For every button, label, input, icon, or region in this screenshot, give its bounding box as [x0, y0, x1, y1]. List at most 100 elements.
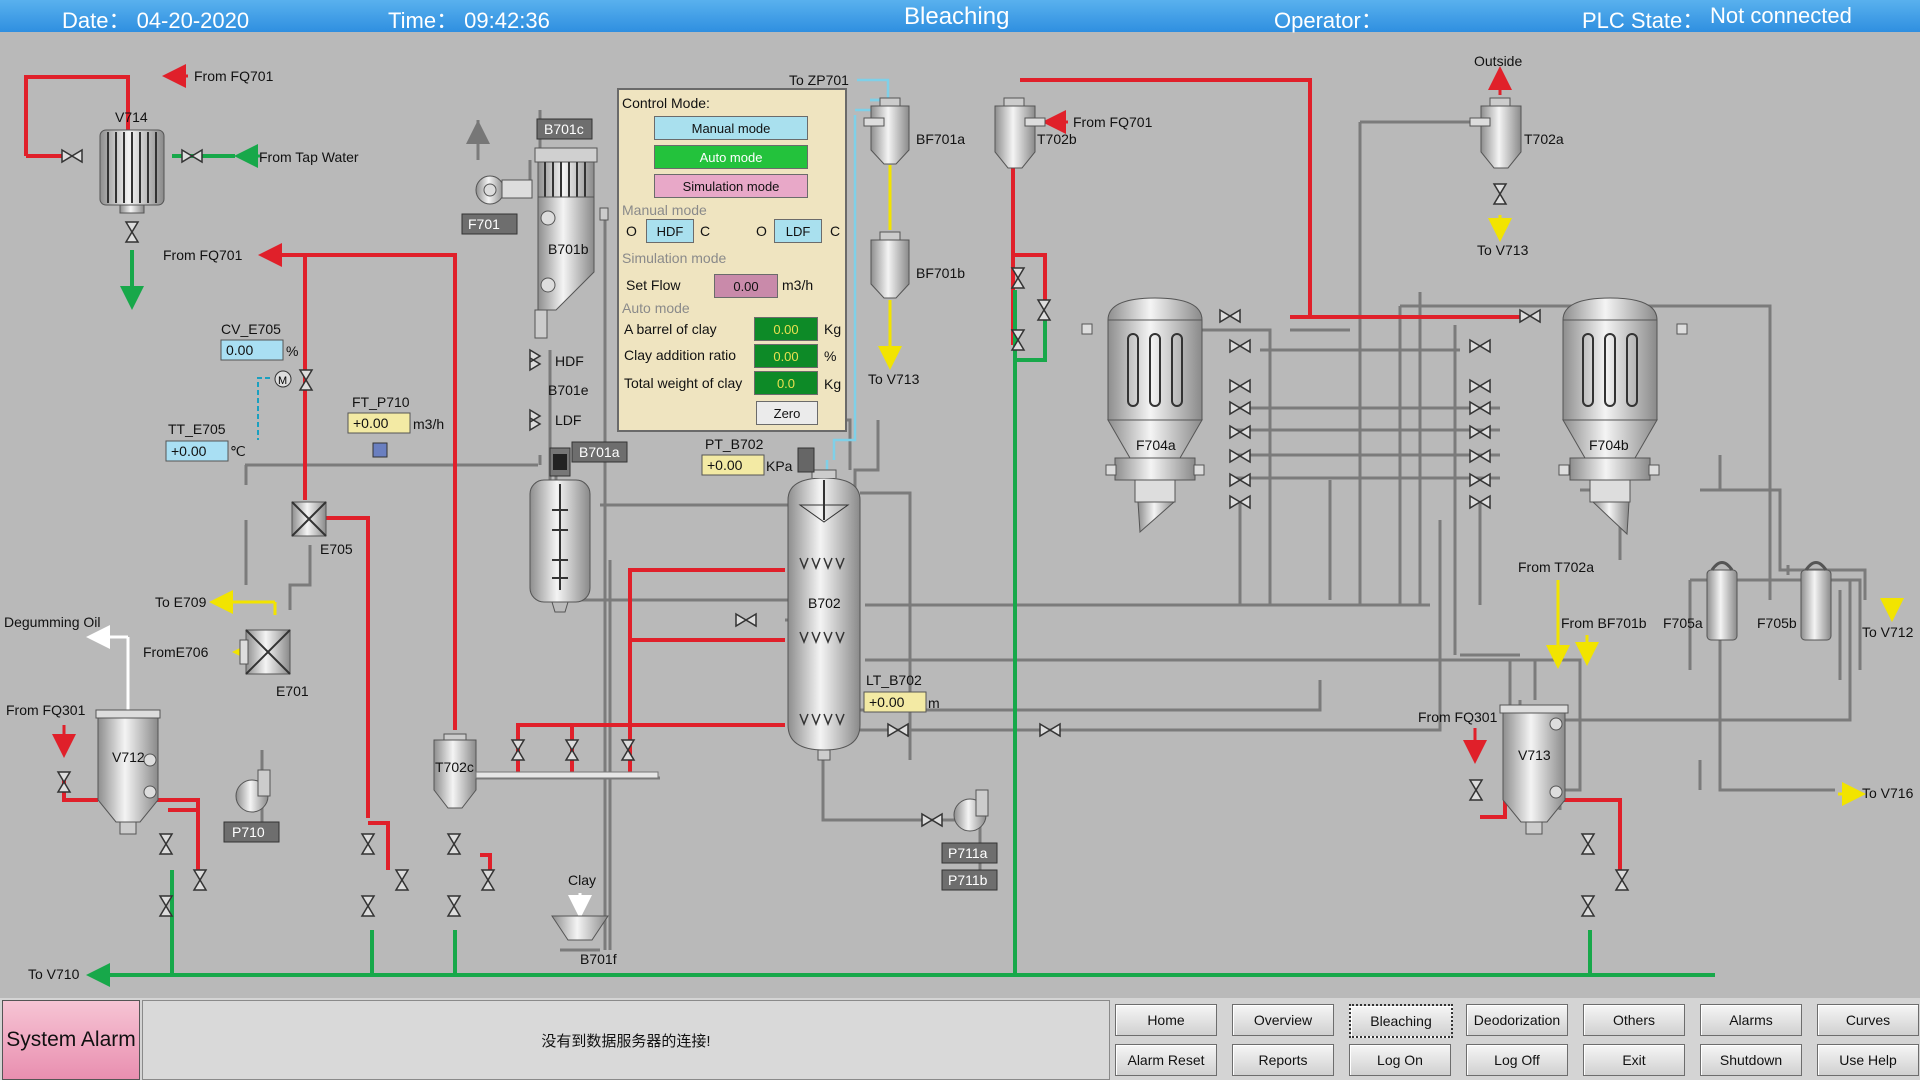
ft-p710-tag: FT_P710	[352, 394, 410, 410]
operator-label: Operator：	[1274, 8, 1383, 33]
label-f705a: F705a	[1663, 615, 1703, 631]
system-alarm-button[interactable]: System Alarm	[2, 1000, 140, 1080]
nav-others-button[interactable]: Others	[1583, 1004, 1685, 1036]
p710-pump	[235, 769, 271, 813]
label-e705: E705	[320, 541, 353, 557]
from-bf701b-label: From BF701b	[1561, 615, 1647, 631]
nav-use-help-button[interactable]: Use Help	[1817, 1044, 1919, 1076]
lt-b702-unit: m	[928, 695, 940, 711]
zero-button[interactable]: Zero	[756, 401, 818, 425]
barrel-label: A barrel of clay	[624, 321, 717, 337]
cv-e705-display	[220, 339, 284, 361]
label-b701b: B701b	[548, 241, 589, 257]
to-e709-label: To E709	[155, 594, 207, 610]
process-diagram: M V714 V712 V713 B701b B701e HDF LDF B70…	[4, 53, 1914, 987]
e705-exchanger	[291, 501, 327, 537]
e701-exchanger	[239, 629, 291, 675]
bf701a-filter	[863, 97, 910, 165]
cv-e705-tag: CV_E705	[221, 321, 281, 337]
tag-p711b: P711b	[948, 872, 988, 888]
page-title: Bleaching	[904, 3, 1010, 30]
title-bar: Date： 04-20-2020 Time： 09:42:36 Bleachin…	[0, 0, 1920, 33]
label-f704a: F704a	[1136, 437, 1176, 453]
lt-b702-display	[863, 691, 927, 713]
label-e701: E701	[276, 683, 309, 699]
to-zp701-label: To ZP701	[789, 72, 849, 88]
to-v712-label: To V712	[1862, 624, 1914, 640]
to-v713-label-1: To V713	[868, 371, 920, 387]
hdf-button[interactable]: HDF	[646, 219, 694, 243]
label-t702a: T702a	[1524, 131, 1564, 147]
t702c-tank	[433, 733, 659, 809]
pt-b702-tag: PT_B702	[705, 436, 764, 452]
nav-deodorization-button[interactable]: Deodorization	[1466, 1004, 1568, 1036]
tt-e705-unit: ℃	[230, 443, 246, 459]
to-v710-label: To V710	[28, 966, 80, 982]
v712-tank	[95, 709, 161, 835]
from-fq701-label-3: From FQ701	[1073, 114, 1153, 130]
bottom-bar: System Alarm 没有到数据服务器的连接! Home Overview Bl…	[0, 998, 1920, 1080]
from-fq301-label-1: From FQ301	[6, 702, 86, 718]
label-bf701a: BF701a	[916, 131, 965, 147]
label-b701f: B701f	[580, 951, 617, 967]
manual-section-label: Manual mode	[622, 202, 707, 218]
set-flow-input[interactable]: 0.00	[714, 274, 778, 298]
nav-overview-button[interactable]: Overview	[1232, 1004, 1334, 1036]
sim-section-label: Simulation mode	[622, 250, 726, 266]
ldf-button[interactable]: LDF	[774, 219, 822, 243]
time-label: Time： 09:42:36	[388, 8, 550, 33]
tag-p710: P710	[232, 824, 265, 840]
green-pipes	[95, 154, 1715, 977]
label-hdf: HDF	[555, 353, 584, 369]
label-b701e: B701e	[548, 382, 589, 398]
f705-filters	[1706, 561, 1832, 641]
tag-b701a: B701a	[579, 444, 620, 460]
total-unit: Kg	[824, 376, 841, 392]
total-value: 0.0	[754, 371, 818, 395]
label-v712: V712	[112, 749, 145, 765]
barrel-value[interactable]: 0.00	[754, 317, 818, 341]
label-bf701b: BF701b	[916, 265, 965, 281]
f704b-vessel	[1558, 297, 1688, 536]
nav-curves-button[interactable]: Curves	[1817, 1004, 1919, 1036]
f701-fan	[475, 175, 533, 205]
ratio-unit: %	[824, 348, 836, 364]
auto-section-label: Auto mode	[622, 300, 690, 316]
status-message: 没有到数据服务器的连接!	[142, 1000, 1110, 1080]
nav-exit-button[interactable]: Exit	[1583, 1044, 1685, 1076]
from-e706-label: FromE706	[143, 644, 209, 660]
auto-mode-button[interactable]: Auto mode	[654, 145, 808, 169]
set-flow-unit: m3/h	[782, 277, 813, 293]
lt-b702-value: +0.00	[869, 694, 905, 710]
nav-reports-button[interactable]: Reports	[1232, 1044, 1334, 1076]
label-t702c: T702c	[435, 759, 474, 775]
outside-label: Outside	[1474, 53, 1522, 69]
plc-state-value: Not connected	[1710, 3, 1852, 28]
simulation-mode-button[interactable]: Simulation mode	[654, 174, 808, 198]
bf701b-filter	[870, 231, 910, 299]
control-mode-label: Control Mode:	[622, 95, 710, 111]
total-label: Total weight of clay	[624, 375, 742, 391]
nav-alarm-reset-button[interactable]: Alarm Reset	[1115, 1044, 1217, 1076]
label-b702: B702	[808, 595, 841, 611]
nav-shutdown-button[interactable]: Shutdown	[1700, 1044, 1802, 1076]
nav-home-button[interactable]: Home	[1115, 1004, 1217, 1036]
ratio-label: Clay addition ratio	[624, 347, 736, 363]
ft-p710-display	[347, 412, 411, 434]
nav-log-on-button[interactable]: Log On	[1349, 1044, 1451, 1076]
ratio-value[interactable]: 0.00	[754, 344, 818, 368]
nav-log-off-button[interactable]: Log Off	[1466, 1044, 1568, 1076]
ldf-c-label: C	[830, 223, 840, 239]
label-v713: V713	[1518, 747, 1551, 763]
hdf-c-label: C	[700, 223, 710, 239]
nav-bleaching-button[interactable]: Bleaching	[1349, 1004, 1453, 1038]
manual-mode-button[interactable]: Manual mode	[654, 116, 808, 140]
label-f704b: F704b	[1589, 437, 1629, 453]
from-fq701-label-2: From FQ701	[163, 247, 243, 263]
label-f705b: F705b	[1757, 615, 1797, 631]
clay-label: Clay	[568, 872, 596, 888]
nav-alarms-button[interactable]: Alarms	[1700, 1004, 1802, 1036]
set-flow-label: Set Flow	[626, 277, 681, 293]
tt-e705-tag: TT_E705	[168, 421, 226, 437]
ldf-o-label: O	[756, 223, 767, 239]
